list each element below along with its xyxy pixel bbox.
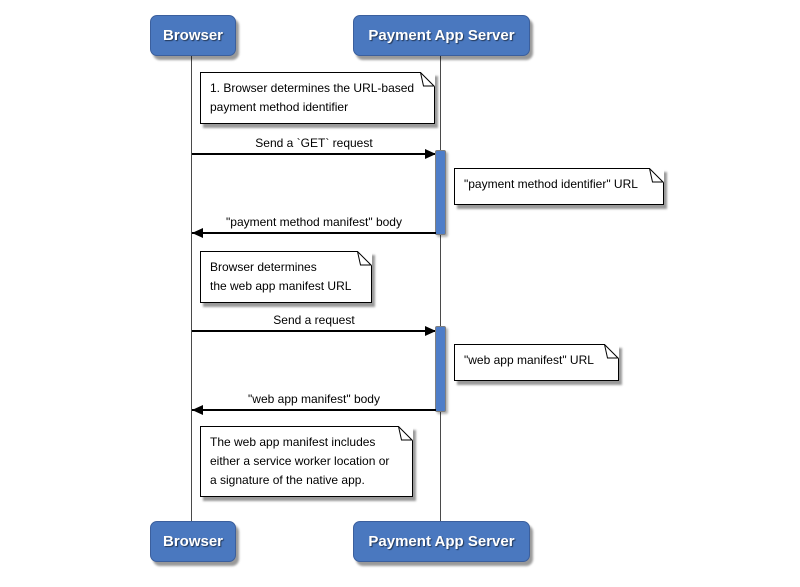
note-fold-icon — [357, 251, 373, 266]
activation-bar-server-2 — [435, 326, 446, 412]
arrowhead-right-icon — [425, 149, 436, 159]
arrowhead-left-icon — [192, 228, 203, 238]
note-web-app-manifest-contents: The web app manifest includes either a s… — [200, 426, 413, 497]
message-label-get-request: Send a `GET` request — [255, 136, 373, 150]
actor-box-browser-bottom: Browser — [150, 521, 236, 562]
note-web-app-manifest-url: "web app manifest" URL — [454, 344, 619, 381]
arrowhead-right-icon — [425, 326, 436, 336]
actor-box-server-bottom: Payment App Server — [353, 521, 530, 562]
message-line-send-request — [192, 330, 436, 332]
message-line-wam-body — [192, 409, 436, 411]
note-fold-icon — [649, 168, 664, 183]
note-text-line: "payment method identifier" URL — [464, 177, 638, 191]
note-text-line: either a service worker location or — [210, 454, 390, 468]
actor-box-server-top: Payment App Server — [353, 15, 530, 56]
note-text-line: the web app manifest URL — [210, 279, 352, 293]
message-label-pmm-body: "payment method manifest" body — [226, 215, 402, 229]
note-fold-icon — [398, 426, 413, 441]
note-text-line: 1. Browser determines the URL-based — [210, 81, 415, 95]
lifeline-browser — [191, 56, 192, 521]
actor-label-browser: Browser — [162, 27, 224, 44]
message-line-pmm-body — [192, 232, 436, 234]
actor-label-browser: Browser — [162, 533, 224, 550]
note-text-line: payment method identifier — [210, 100, 349, 114]
message-line-get-request — [192, 153, 436, 155]
note-text-line: Browser determines — [210, 260, 317, 274]
note-determine-payment-method-identifier: 1. Browser determines the URL-based paym… — [200, 72, 436, 124]
note-text-line: The web app manifest includes — [210, 435, 376, 449]
arrowhead-left-icon — [192, 405, 203, 415]
actor-box-browser-top: Browser — [150, 15, 236, 56]
activation-bar-server-1 — [435, 150, 446, 235]
lifeline-server — [440, 56, 441, 521]
note-fold-icon — [604, 344, 619, 359]
note-fold-icon — [420, 72, 436, 87]
message-label-send-request: Send a request — [273, 313, 355, 327]
note-payment-method-identifier-url: "payment method identifier" URL — [454, 168, 664, 205]
note-text-line: "web app manifest" URL — [464, 353, 594, 367]
message-label-wam-body: "web app manifest" body — [248, 392, 380, 406]
note-determine-web-app-manifest-url: Browser determines the web app manifest … — [200, 251, 373, 303]
actor-label-server: Payment App Server — [368, 27, 515, 44]
note-text-line: a signature of the native app. — [210, 473, 365, 487]
actor-label-server: Payment App Server — [368, 533, 515, 550]
